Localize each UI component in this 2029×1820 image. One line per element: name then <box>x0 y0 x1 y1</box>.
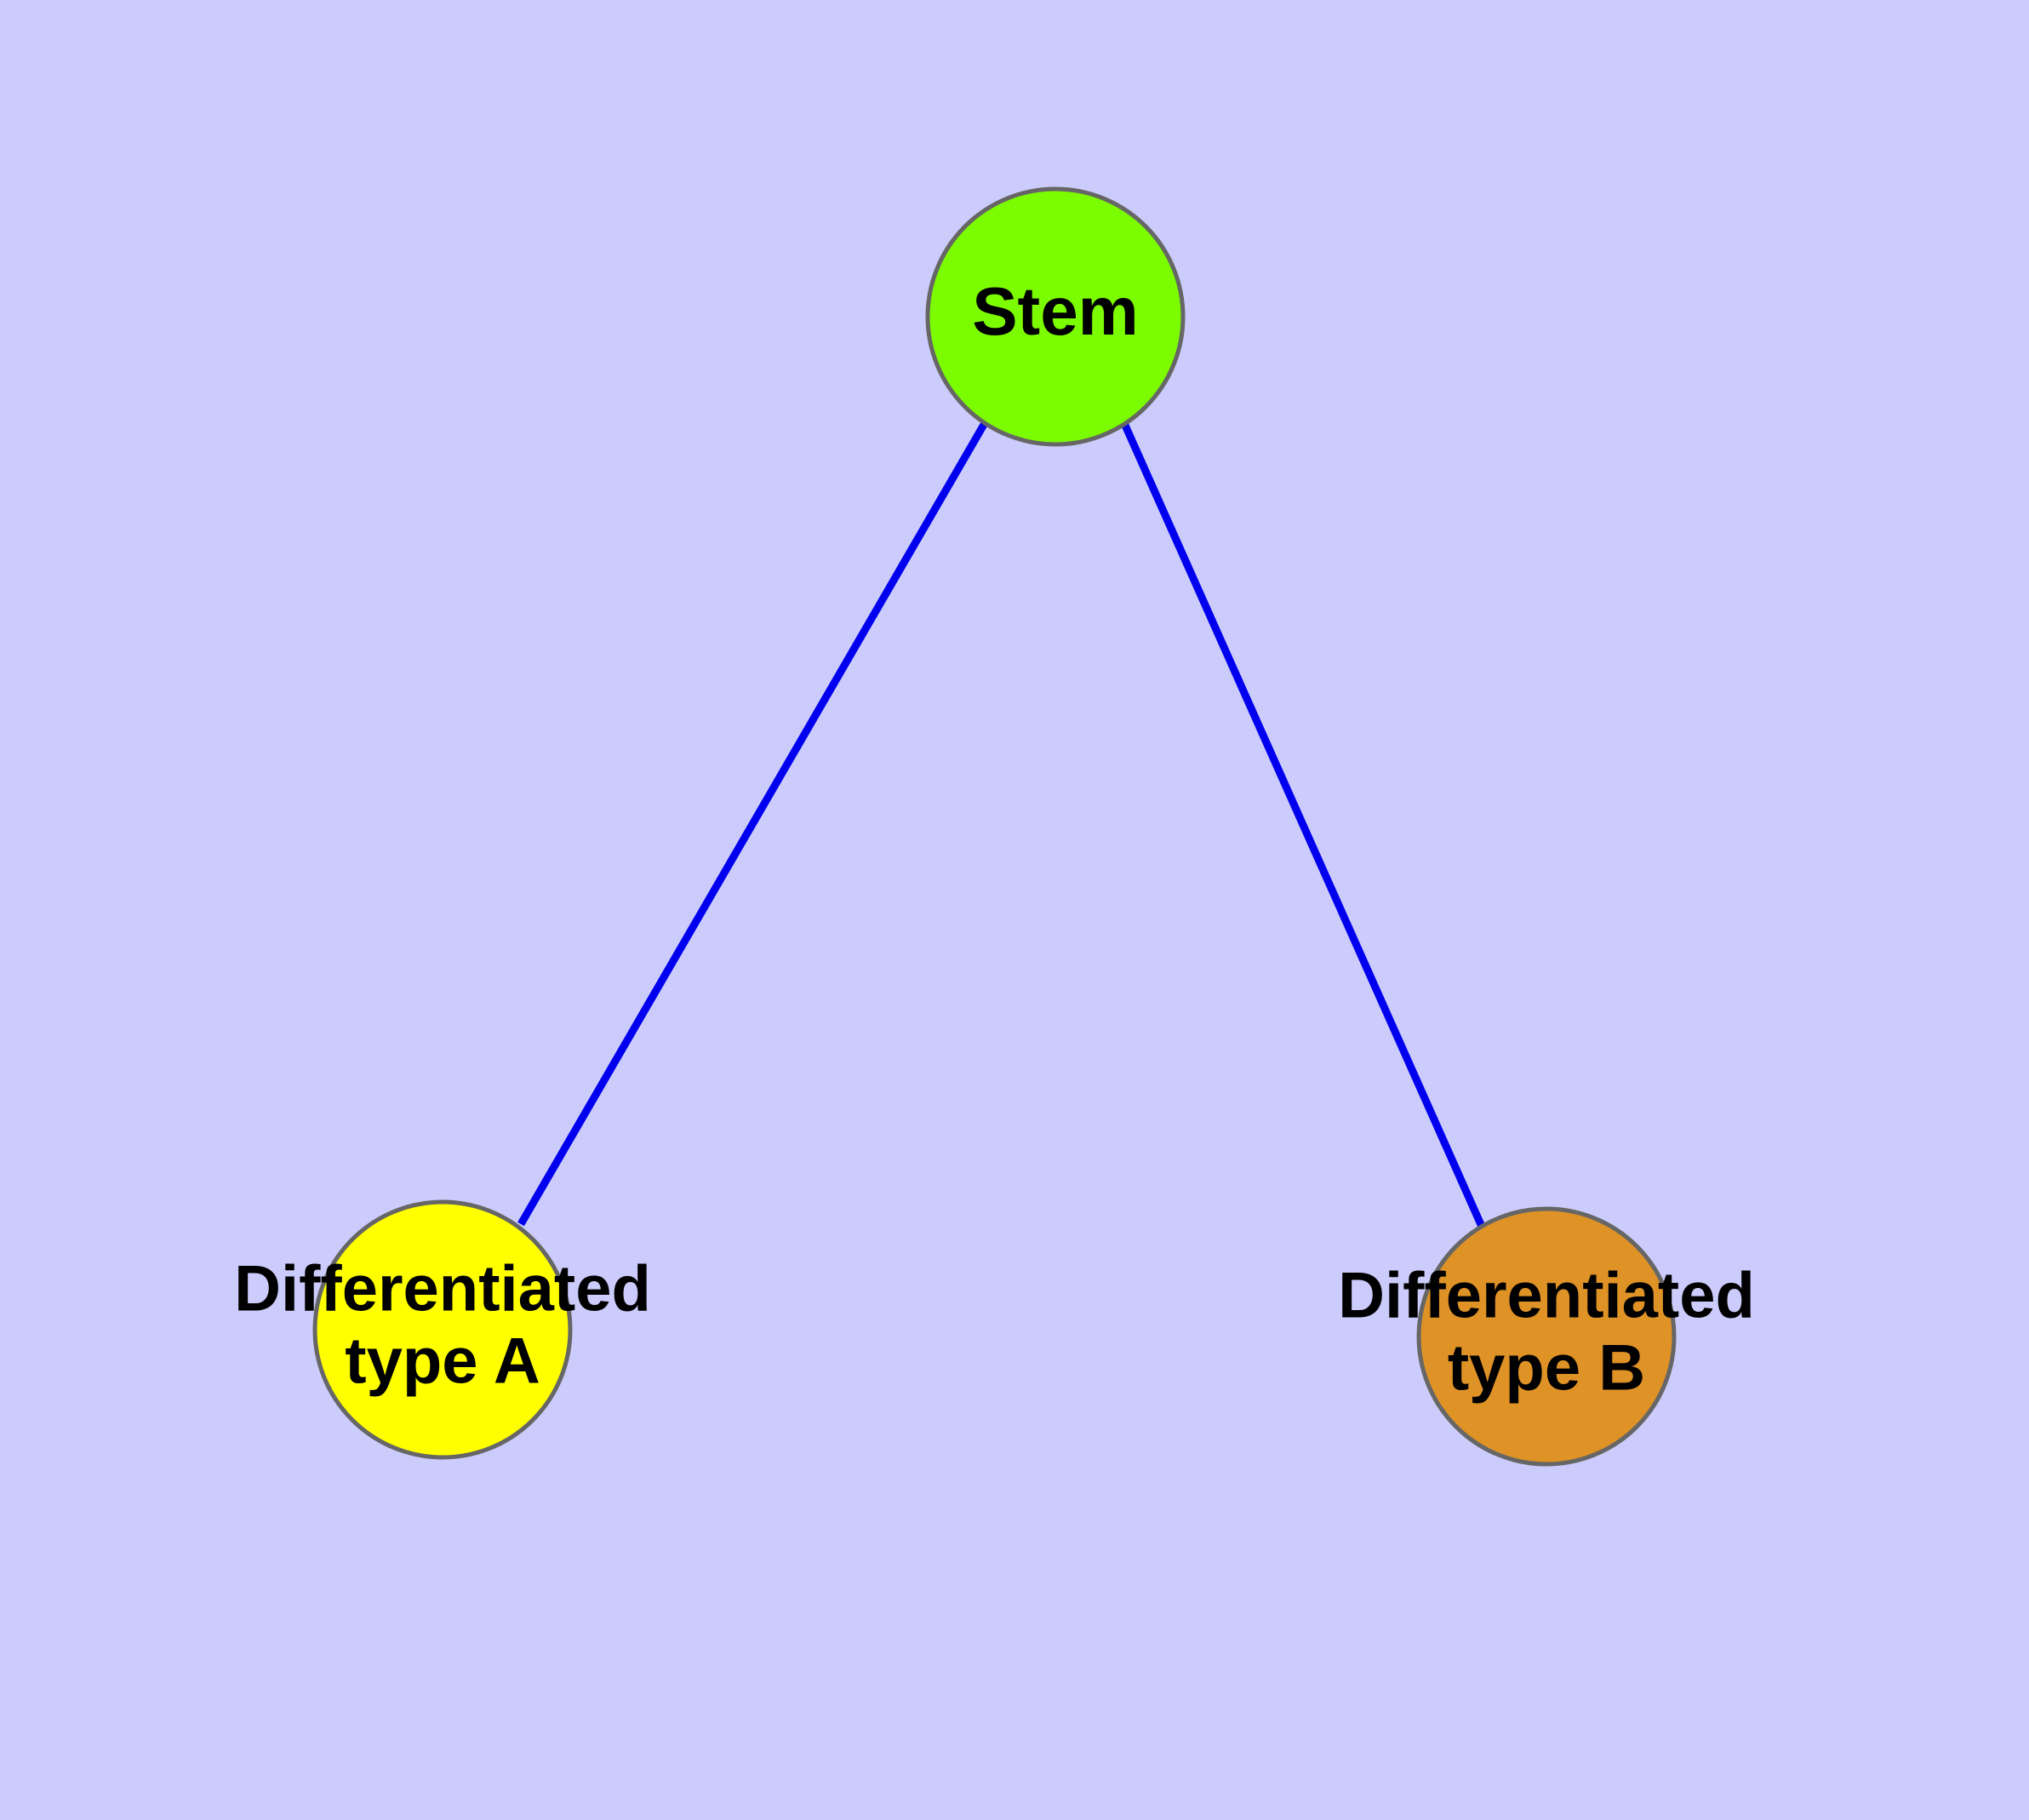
node-differentiated-type-a-circle[interactable] <box>312 1199 573 1460</box>
edge-stem-to-differentiated-b[interactable] <box>1119 420 1487 1230</box>
node-stem-label: Stem <box>972 273 1139 349</box>
edges-group <box>517 420 1487 1230</box>
node-stem-circle[interactable] <box>925 186 1186 447</box>
edge-stem-to-differentiated-a[interactable] <box>517 421 988 1227</box>
node-stem[interactable]: Stem <box>925 186 1186 447</box>
node-differentiated-type-b-circle[interactable] <box>1416 1206 1677 1467</box>
